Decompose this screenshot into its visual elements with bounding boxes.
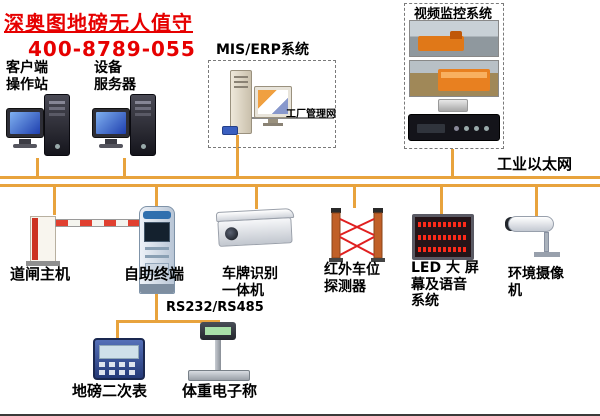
ethernet-bus-line-top: [0, 176, 600, 179]
pc-tower-icon: [130, 94, 156, 156]
environment-camera-icon: [504, 206, 566, 264]
led-display-icon: [412, 214, 474, 260]
monitor-screen: [10, 112, 40, 134]
led-text-row: [418, 234, 468, 240]
connector-barrier-gate: [53, 187, 56, 215]
led-screen-label: LED 大 屏 幕及语音 系统: [411, 260, 479, 310]
kiosk-card-slot: [145, 247, 169, 250]
mis-erp-group-box: [208, 60, 336, 148]
surveillance-photo-1: [409, 20, 499, 57]
connector-client-station: [36, 158, 39, 176]
monitor-stand: [19, 139, 31, 144]
erp-monitor-stand: [268, 119, 278, 123]
video-monitor-icon: [438, 99, 468, 112]
erp-monitor-icon: [254, 86, 292, 118]
connector-led-screen: [440, 187, 443, 214]
erp-monitor-base: [263, 123, 283, 126]
infrared-detector-icon: [328, 206, 386, 264]
page-title: 深奥图地磅无人值守: [4, 11, 193, 35]
env-camera-label: 环境摄像 机: [508, 266, 564, 299]
led-text-row: [418, 222, 468, 227]
monitor-base: [13, 144, 37, 148]
network-adapter-icon: [222, 126, 238, 135]
dvr-recorder-icon: [408, 114, 500, 141]
kiosk-keypad: [145, 263, 169, 275]
camera-housing: [217, 217, 293, 247]
industrial-ethernet-label: 工业以太网: [497, 155, 573, 173]
kiosk-label: 自助终端: [124, 265, 185, 283]
video-group-title: 视频监控系统: [414, 7, 493, 22]
serial-line-from-kiosk: [155, 294, 158, 322]
device-server-label: 设备 服务器: [94, 60, 136, 93]
monitor-base: [99, 144, 123, 148]
barrier-gate-post-icon: [30, 216, 56, 262]
kiosk-header: [143, 211, 171, 219]
surveillance-photo-2: [409, 60, 499, 97]
connector-lpr-camera: [255, 187, 258, 209]
kiosk-base: [140, 284, 174, 293]
mis-erp-title: MIS/ERP系统: [216, 42, 309, 58]
barrier-gate-arm-icon: [55, 219, 145, 227]
camera-lens: [224, 226, 239, 241]
connector-infrared-detector: [353, 187, 356, 208]
weighbridge-indicator-icon: [93, 338, 145, 380]
self-service-kiosk-icon: [139, 206, 175, 294]
factory-net-line: [252, 117, 334, 119]
device-server-icon: [92, 92, 158, 160]
client-workstation-icon: [6, 92, 72, 160]
erp-monitor-screen: [258, 90, 288, 114]
erp-server-tower-icon: [230, 70, 252, 134]
lpr-camera-label: 车牌识别 一体机: [222, 266, 278, 299]
infrared-detector-label: 红外车位 探测器: [324, 262, 380, 295]
connector-mis-group: [236, 135, 239, 176]
pc-tower-icon: [44, 94, 70, 156]
phone-number: 400-8789-055: [28, 37, 196, 61]
kiosk-ticket-slot: [145, 255, 169, 258]
indicator-buttons: [99, 370, 139, 375]
indicator-buttons: [99, 362, 139, 367]
monitor-icon: [6, 108, 44, 138]
ethernet-bus-line-bottom: [0, 184, 600, 187]
video-surveillance-group-box: [404, 3, 504, 149]
monitor-icon: [92, 108, 130, 138]
connector-device-server: [123, 158, 126, 176]
scale-display: [205, 327, 231, 335]
client-station-label: 客户端 操作站: [6, 60, 48, 93]
camera-body: [508, 216, 554, 232]
scale-platform: [188, 370, 250, 381]
monitor-stand: [105, 139, 117, 144]
factory-net-label: 工厂管理网: [286, 109, 336, 120]
camera-mount-base: [534, 252, 560, 257]
barrier-gate-base: [26, 261, 60, 266]
electronic-scale-icon: [188, 322, 250, 384]
serial-line-indicator: [116, 320, 119, 340]
serial-bus-line: [116, 320, 220, 323]
camera-bracket: [544, 232, 549, 252]
weighbridge-indicator-label: 地磅二次表: [72, 382, 148, 400]
serial-bus-label: RS232/RS485: [166, 300, 264, 315]
truck-image: [418, 31, 464, 51]
electronic-scale-label: 体重电子称: [182, 382, 258, 400]
lpr-camera-icon: [215, 207, 296, 254]
barrier-gate-label: 道闸主机: [10, 265, 71, 283]
infrared-beams-graphic: [329, 208, 385, 262]
truck-image: [438, 69, 490, 91]
connector-kiosk: [155, 187, 158, 206]
indicator-display: [99, 345, 139, 359]
led-text-row: [418, 247, 468, 252]
connector-env-camera: [535, 187, 538, 216]
kiosk-screen: [144, 222, 170, 242]
connector-video-group: [451, 149, 454, 176]
scale-pole: [215, 340, 221, 372]
monitor-screen: [96, 112, 126, 134]
